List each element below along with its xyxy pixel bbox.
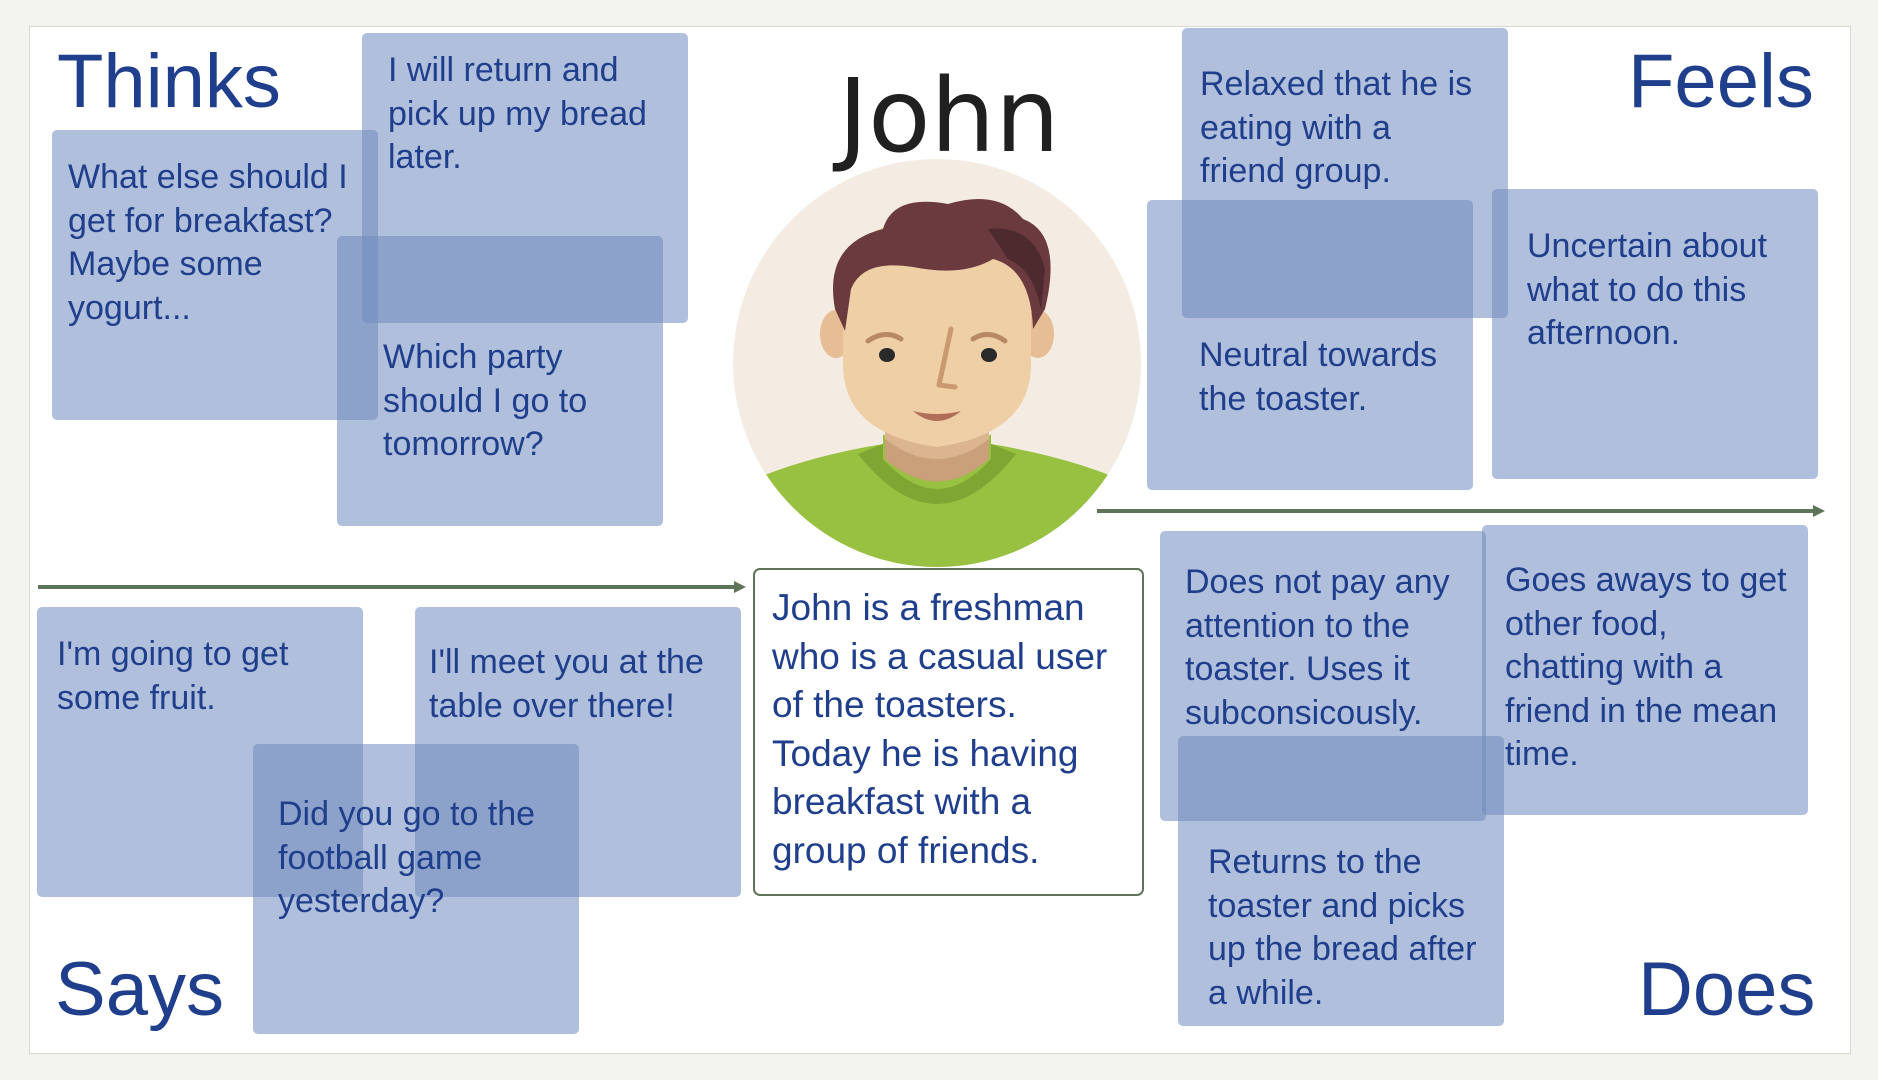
does-heading: Does [1638, 947, 1816, 1032]
does-note[interactable]: Goes aways to get other food, chatting w… [1482, 525, 1808, 815]
says-note[interactable]: Did you go to the football game yesterda… [253, 744, 579, 1034]
does-note[interactable]: Returns to the toaster and picks up the … [1178, 736, 1504, 1026]
feels-note[interactable]: Uncertain about what to do this afternoo… [1492, 189, 1818, 479]
arrow-head-right [1813, 505, 1825, 517]
thinks-heading: Thinks [57, 39, 281, 124]
thinks-note[interactable]: Which party should I go to tomorrow? [337, 236, 663, 526]
feels-heading: Feels [1628, 39, 1814, 124]
feels-note[interactable]: Neutral towards the toaster. [1147, 200, 1473, 490]
thinks-note[interactable]: What else should I get for breakfast? Ma… [52, 130, 378, 420]
person-avatar-icon [733, 159, 1141, 567]
arrow-head-left [734, 581, 746, 593]
persona-name: John [838, 57, 1060, 176]
says-heading: Says [55, 947, 224, 1032]
persona-description: John is a freshman who is a casual user … [753, 568, 1144, 896]
